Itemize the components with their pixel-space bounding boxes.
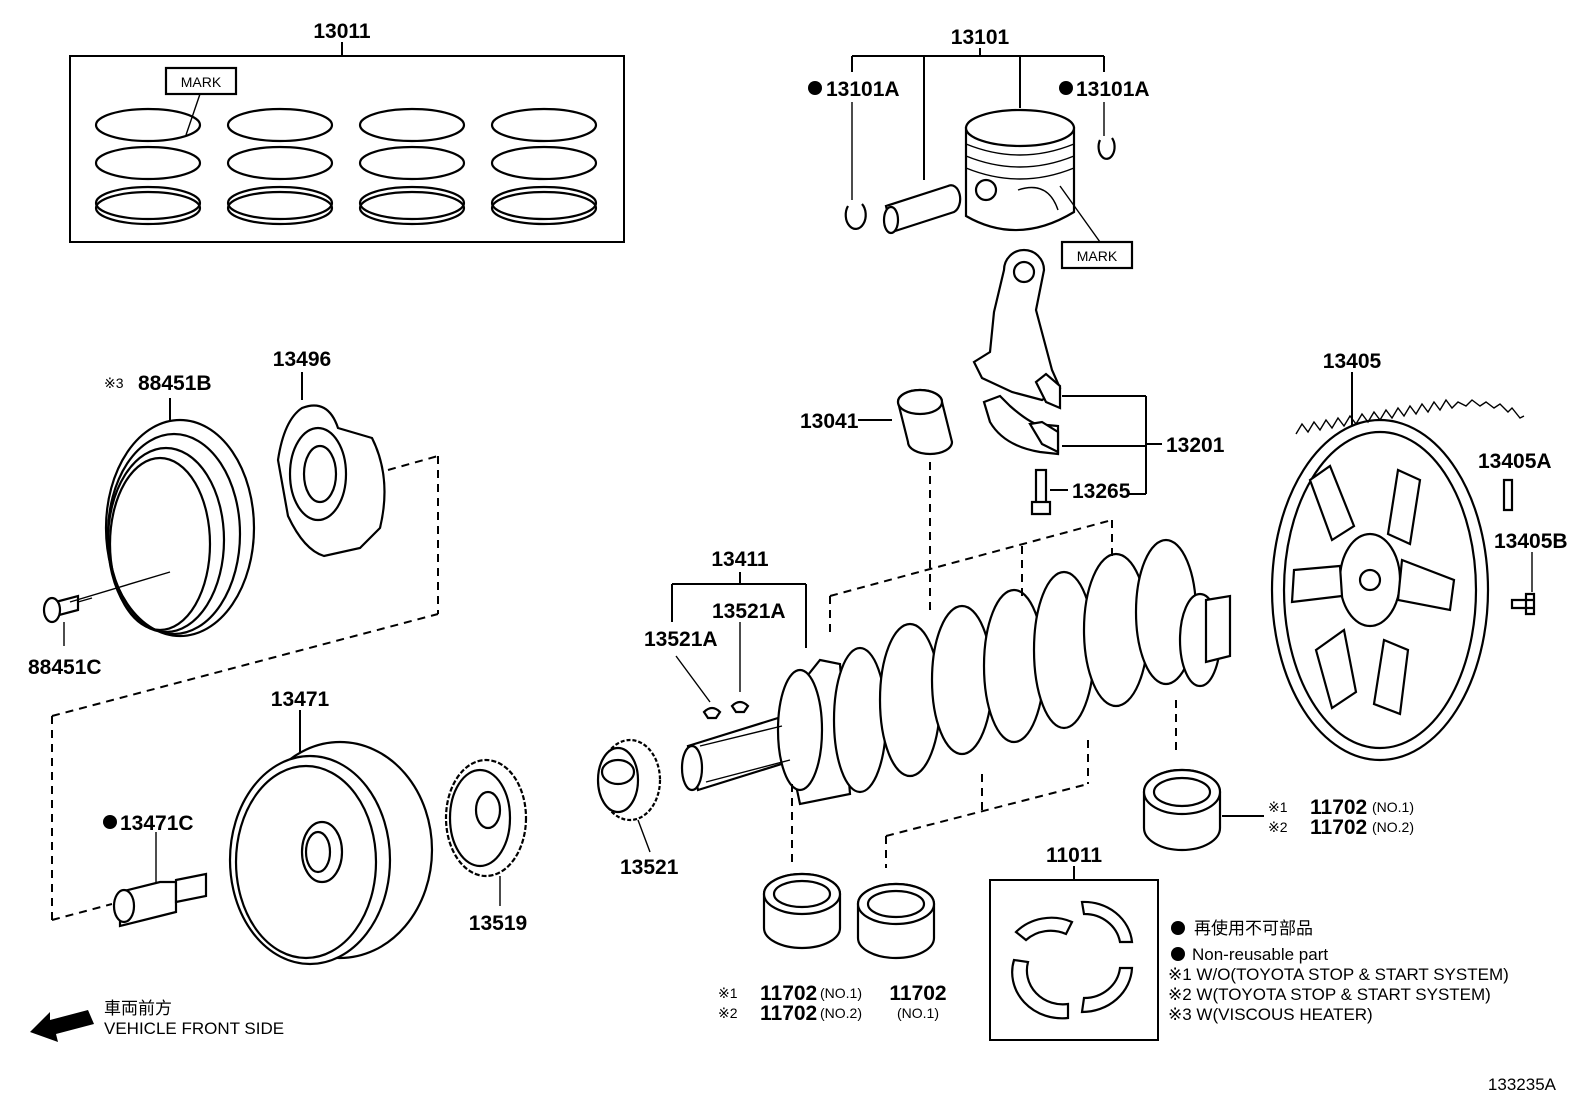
label-11702-bc-sub: (NO.1) (897, 1005, 939, 1021)
crank-pulley-bolt[interactable] (103, 815, 208, 928)
ring-mark-box (164, 66, 238, 96)
label-13496[interactable]: 13496 (273, 348, 331, 371)
label-13411[interactable]: 13411 (711, 548, 769, 571)
label-13101A-right[interactable]: 13101A (1076, 78, 1150, 101)
label-13521[interactable]: 13521 (620, 856, 679, 879)
legend (1171, 921, 1185, 961)
label-11702-bl-2-sub: (NO.2) (820, 1005, 862, 1021)
label-13519[interactable]: 13519 (469, 912, 527, 935)
rod-bearing[interactable] (858, 388, 954, 610)
legend-note1: ※1 W/O(TOYOTA STOP & START SYSTEM) (1168, 965, 1509, 984)
main-bearing-right[interactable] (1142, 768, 1264, 852)
label-11011[interactable]: 11011 (1046, 844, 1102, 867)
label-13011[interactable]: 13011 (313, 20, 371, 43)
label-13405[interactable]: 13405 (1323, 350, 1382, 373)
label-11702-bl-1[interactable]: 11702 (760, 982, 817, 1005)
thrust-washer-set[interactable] (989, 866, 1159, 1041)
label-13405A[interactable]: 13405A (1478, 450, 1552, 473)
label-88451C[interactable]: 88451C (28, 656, 102, 679)
label-13471[interactable]: 13471 (271, 688, 330, 711)
note1-mark-bl: ※1 (718, 985, 738, 1001)
note2-mark-bl: ※2 (718, 1005, 738, 1021)
front-side-en: VEHICLE FRONT SIDE (104, 1019, 284, 1038)
main-bearing-bottom-center[interactable] (856, 882, 936, 960)
oil-pump-gear[interactable] (444, 758, 528, 906)
crank-sprocket[interactable] (596, 738, 662, 853)
flywheel[interactable] (1270, 372, 1536, 762)
legend-note3: ※3 W(VISCOUS HEATER) (1168, 1005, 1373, 1024)
note3-mark: ※3 (104, 375, 124, 391)
label-13471C[interactable]: 13471C (120, 812, 194, 835)
ring-mark-text: MARK (181, 74, 222, 90)
crank-pulley[interactable] (228, 710, 434, 966)
label-11702-right-1-sub: (NO.1) (1372, 799, 1414, 815)
connecting-rod[interactable] (972, 248, 1162, 516)
diagram-id: 133235A (1488, 1075, 1557, 1094)
piston-ring-set[interactable] (69, 42, 625, 243)
nonreusable-dot-icon (1171, 921, 1185, 935)
pulley-dashed-lines (51, 455, 439, 921)
viscous-heater-pulley[interactable] (42, 398, 256, 646)
label-13041[interactable]: 13041 (800, 410, 859, 433)
label-11702-right-1[interactable]: 11702 (1310, 796, 1367, 819)
label-13101A-left[interactable]: 13101A (826, 78, 900, 101)
note2-mark-right: ※2 (1268, 819, 1288, 835)
label-11702-right-2-sub: (NO.2) (1372, 819, 1414, 835)
key-bracket[interactable] (671, 572, 807, 720)
label-13201[interactable]: 13201 (1166, 434, 1225, 457)
label-11702-right-2[interactable]: 11702 (1310, 816, 1367, 839)
legend-nonreusable-en: Non-reusable part (1192, 945, 1328, 964)
note1-mark-right: ※1 (1268, 799, 1288, 815)
pulley-plate[interactable] (276, 372, 386, 558)
piston-mark-box (1060, 240, 1134, 270)
nonreusable-dot-icon (1171, 947, 1185, 961)
label-11702-bc[interactable]: 11702 (889, 982, 946, 1005)
label-13101[interactable]: 13101 (951, 26, 1010, 49)
piston-group[interactable] (808, 48, 1134, 270)
crank-dashed-lines (791, 519, 1177, 868)
label-13405B[interactable]: 13405B (1494, 530, 1568, 553)
piston-mark-text: MARK (1077, 248, 1118, 264)
label-88451B[interactable]: 88451B (138, 372, 212, 395)
nonreusable-dot-icon (103, 815, 117, 829)
label-11702-bl-1-sub: (NO.1) (820, 985, 862, 1001)
label-11702-bl-2[interactable]: 11702 (760, 1002, 817, 1025)
nonreusable-dot-icon (808, 81, 822, 95)
label-13521A-lower[interactable]: 13521A (644, 628, 718, 651)
legend-nonreusable-jp: 再使用不可部品 (1194, 918, 1313, 938)
vehicle-front-arrow-icon (30, 1010, 94, 1042)
legend-note2: ※2 W(TOYOTA STOP & START SYSTEM) (1168, 985, 1491, 1004)
crankshaft[interactable] (680, 538, 1232, 806)
label-13521A-upper[interactable]: 13521A (712, 600, 786, 623)
front-side-jp: 車両前方 (104, 999, 172, 1018)
nonreusable-dot-icon (1059, 81, 1073, 95)
main-bearing-bottom-left[interactable] (762, 872, 842, 950)
label-13265[interactable]: 13265 (1072, 480, 1131, 503)
